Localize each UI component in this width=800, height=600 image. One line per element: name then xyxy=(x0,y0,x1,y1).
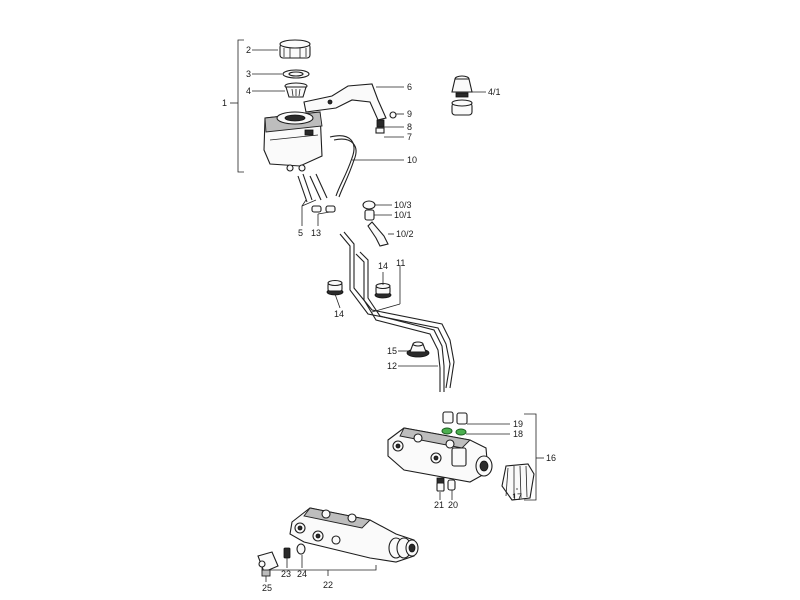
line-grommet-15 xyxy=(406,341,430,358)
label-17: 17 xyxy=(512,492,522,502)
reservoir-mounting-bracket xyxy=(303,83,387,121)
label-13: 13 xyxy=(311,228,321,238)
brake-light-switch xyxy=(257,551,279,577)
label-10-1: 10/1 xyxy=(394,210,412,220)
line-grommets xyxy=(326,279,392,299)
label-6: 6 xyxy=(407,82,412,92)
master-cylinder-boot xyxy=(501,463,535,501)
label-10-2: 10/2 xyxy=(396,229,414,239)
reservoir-cap-with-strainer xyxy=(451,75,473,116)
master-cylinder-lower-assembly xyxy=(257,507,419,577)
label-19: 19 xyxy=(513,419,523,429)
bracket-clip xyxy=(375,127,385,134)
lower-master-cylinder-body xyxy=(289,507,419,563)
brake-fluid-reservoir xyxy=(263,111,323,172)
label-16: 16 xyxy=(546,453,556,463)
reservoir-assembly xyxy=(230,39,473,247)
sealing-ring xyxy=(296,543,306,555)
bracket-screw xyxy=(389,111,397,119)
label-8: 8 xyxy=(407,122,412,132)
label-22: 22 xyxy=(323,580,333,590)
label-25: 25 xyxy=(262,583,272,593)
brake-lines xyxy=(326,231,455,392)
label-4: 4 xyxy=(246,86,251,96)
master-cylinder-assembly xyxy=(387,411,544,501)
label-15: 15 xyxy=(387,346,397,356)
reservoir-port-plug xyxy=(442,411,454,424)
label-10: 10 xyxy=(407,155,417,165)
master-cylinder-body xyxy=(387,427,493,483)
label-12: 12 xyxy=(387,361,397,371)
hose-fittings xyxy=(362,200,389,247)
port-seal-right xyxy=(455,428,467,436)
label-5: 5 xyxy=(298,228,303,238)
bracket-nut xyxy=(376,119,385,128)
switch-seal xyxy=(283,547,291,559)
label-21: 21 xyxy=(434,500,444,510)
hose-clamps xyxy=(311,205,336,213)
label-14b: 14 xyxy=(334,309,344,319)
label-20: 20 xyxy=(448,500,458,510)
connecting-hoses xyxy=(297,173,328,203)
label-4-1: 4/1 xyxy=(488,87,501,97)
label-18: 18 xyxy=(513,429,523,439)
reservoir-cap xyxy=(279,39,311,59)
label-14a: 14 xyxy=(378,261,388,271)
label-9: 9 xyxy=(407,109,412,119)
label-11: 11 xyxy=(396,258,405,268)
bleeder-and-plug xyxy=(436,477,456,492)
label-7: 7 xyxy=(407,132,412,142)
label-24: 24 xyxy=(297,569,307,579)
leader-lines xyxy=(252,49,518,582)
label-23: 23 xyxy=(281,569,291,579)
label-1: 1 xyxy=(222,98,227,108)
label-3: 3 xyxy=(246,69,251,79)
port-seal-left xyxy=(441,427,453,435)
label-2: 2 xyxy=(246,45,251,55)
label-10-3: 10/3 xyxy=(394,200,412,210)
reservoir-strainer xyxy=(284,82,308,98)
part-number-labels: 1 2 3 4 4/1 6 9 8 7 10 10/3 10/1 10/2 5 … xyxy=(222,45,556,593)
